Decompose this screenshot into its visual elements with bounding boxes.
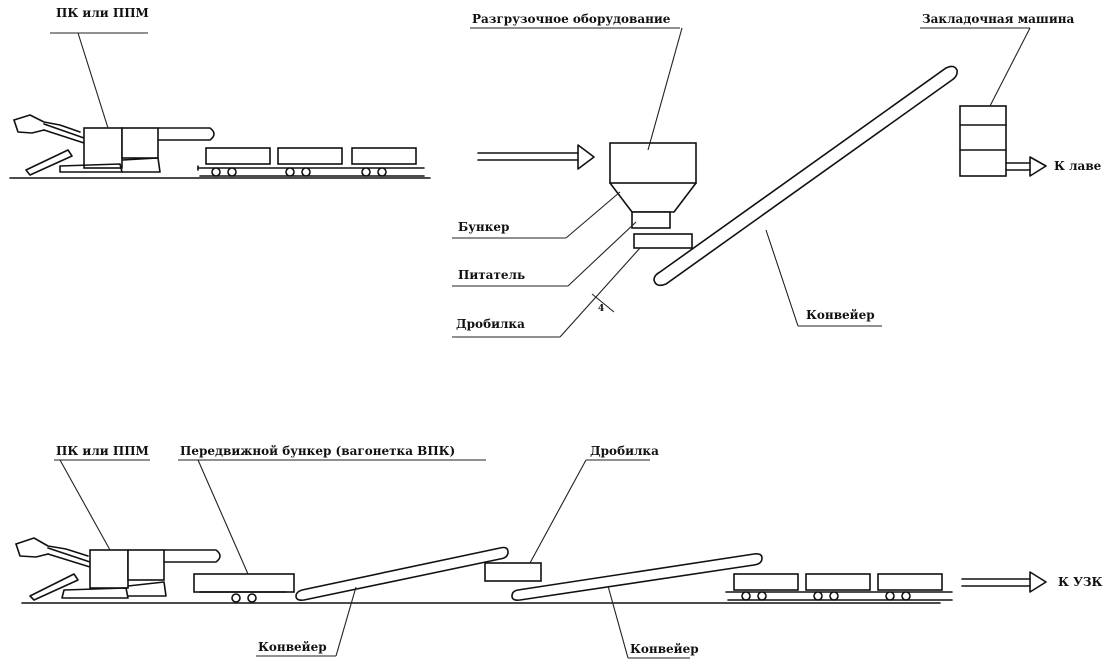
- bottom-conveyor-2: [511, 553, 763, 601]
- top-conveyor-leader: [765, 229, 799, 327]
- mobile-bunker-label: Передвижной бункер (вагонетка ВПК): [180, 444, 456, 458]
- top-inclined-conveyor: [653, 65, 958, 287]
- top-machine-leader: [77, 32, 109, 129]
- top-miner-machine: [13, 114, 215, 176]
- feeder-leader: [567, 221, 637, 287]
- bottom-crusher: [484, 562, 542, 582]
- bottom-wagons: [725, 573, 953, 601]
- conveyor2-label: Конвейер: [630, 642, 699, 656]
- unloading-hopper: [609, 142, 697, 249]
- top-machine-label: ПК или ППМ: [56, 6, 149, 20]
- conveyor2-leader: [607, 585, 629, 659]
- bunker-leader: [565, 191, 621, 239]
- bottom-miner-machine: [15, 537, 221, 601]
- mobile-bunker-leader: [197, 459, 249, 575]
- bottom-crusher-label: Дробилка: [590, 444, 659, 458]
- mark-label: 4: [598, 304, 605, 314]
- to-face-arrow: [1005, 156, 1047, 177]
- crusher-leader: [559, 247, 641, 338]
- top-crusher-label: Дробилка: [456, 317, 525, 331]
- mobile-bunker-wagon: [193, 573, 295, 603]
- filling-machine-label: Закладочная машина: [922, 12, 1075, 26]
- top-conveyor-label: Конвейер: [806, 308, 875, 322]
- to-uzk-arrow: [961, 571, 1047, 593]
- bottom-crusher-leader: [529, 459, 587, 564]
- conveyor1-leader: [335, 586, 357, 657]
- unloading-equipment-label: Разгрузочное оборудование: [472, 12, 671, 26]
- filling-leader: [989, 27, 1031, 107]
- unloading-leader: [647, 27, 683, 151]
- top-wagons: [197, 147, 425, 177]
- bottom-conveyor-1: [295, 546, 509, 601]
- conveyor1-label: Конвейер: [258, 640, 327, 654]
- bunker-label: Бункер: [458, 220, 510, 234]
- to-face-label: К лаве: [1054, 159, 1102, 173]
- mark-tick: [591, 293, 615, 313]
- top-input-arrow: [477, 144, 595, 170]
- bottom-machine-label: ПК или ППМ: [56, 444, 149, 458]
- to-uzk-label: К УЗК: [1058, 575, 1103, 589]
- bottom-machine-leader: [59, 459, 111, 551]
- filling-machine: [959, 105, 1007, 177]
- feeder-label: Питатель: [458, 268, 526, 282]
